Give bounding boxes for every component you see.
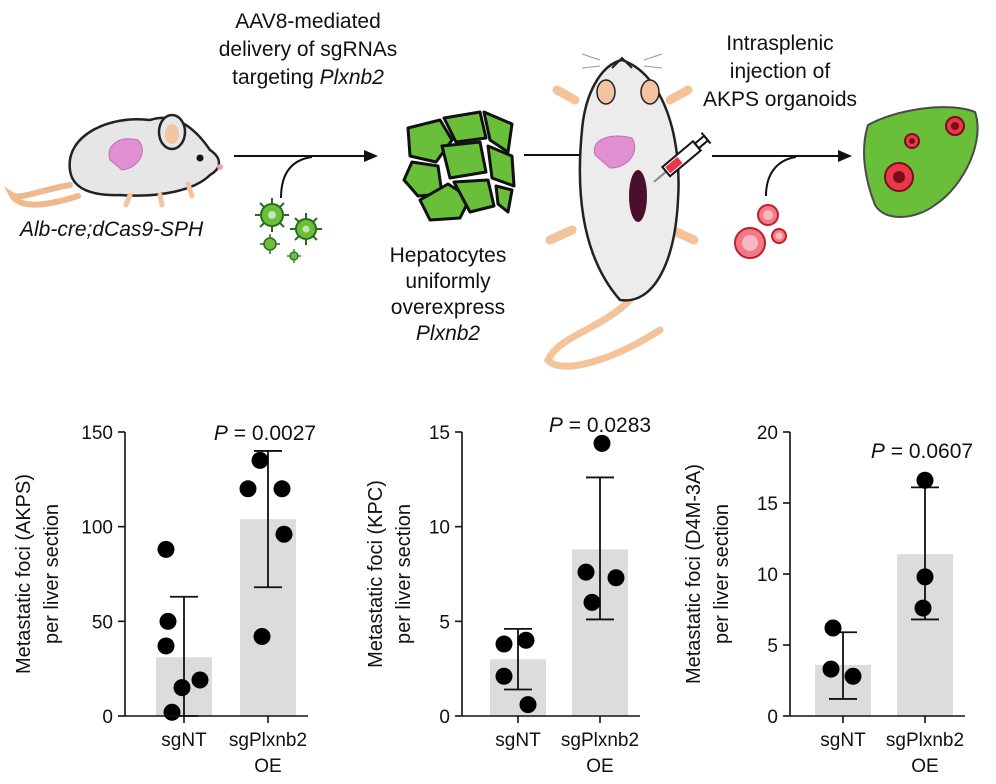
y-tick-label: 0 (439, 707, 450, 728)
mouse-icon (4, 113, 223, 208)
y-axis-label-line2: per liver section (41, 504, 63, 644)
y-axis-label: Metastatic foci (KPC) (365, 480, 387, 668)
aav-virus-icon (255, 198, 322, 263)
y-tick-label: 5 (767, 636, 778, 657)
data-point (275, 525, 293, 543)
data-point (239, 480, 257, 498)
data-point (517, 631, 535, 649)
data-point (822, 660, 840, 678)
p-symbol: P (549, 414, 563, 437)
data-point (914, 599, 932, 617)
step1-text-plain: targeting (232, 66, 320, 89)
y-tick-label: 150 (81, 423, 113, 444)
data-point (916, 568, 934, 586)
y-tick-label: 15 (757, 494, 778, 515)
arrow-2 (712, 150, 852, 197)
data-point (163, 703, 181, 721)
p-value-label: P = 0.0027 (214, 422, 316, 445)
y-tick-label: 20 (757, 423, 778, 444)
data-point (495, 635, 513, 653)
data-point (495, 667, 513, 685)
data-point (273, 480, 291, 498)
y-axis-label: Metastatic foci (D4M-3A) (683, 464, 705, 684)
y-axis-label-line2: per liver section (393, 504, 415, 644)
hepatocytes-icon (402, 110, 516, 222)
step1-text-line2: delivery of sgRNAs (219, 38, 398, 61)
data-point (844, 667, 862, 685)
y-tick-label: 5 (439, 612, 450, 633)
data-point (159, 612, 177, 630)
y-tick-label: 15 (429, 423, 450, 444)
p-value-label: P = 0.0283 (549, 414, 651, 437)
data-point (157, 540, 175, 558)
y-axis-label-line2: per liver section (711, 504, 733, 644)
y-tick-label: 10 (429, 518, 450, 539)
mouse-supine-icon (543, 53, 699, 370)
step1-text-line3: targeting Plxnb2 (232, 66, 384, 89)
data-point (251, 451, 269, 469)
y-tick-label: 0 (767, 707, 778, 728)
syringe-icon (653, 132, 712, 183)
x-tick-label: sgPlxnb2 (229, 730, 307, 751)
p-value: = 0.0283 (563, 414, 651, 437)
p-value: = 0.0607 (885, 440, 973, 463)
data-point (519, 696, 537, 714)
x-tick-label: sgPlxnb2 (886, 730, 964, 751)
data-point (157, 637, 175, 655)
p-symbol: P (871, 440, 885, 463)
p-symbol: P (214, 422, 228, 445)
step1-text-gene: Plxnb2 (320, 66, 385, 89)
arrow-1 (234, 150, 378, 199)
y-axis-label: Metastatic foci (AKPS) (13, 474, 35, 674)
organoids-icon (734, 204, 787, 259)
y-tick-label: 10 (757, 565, 778, 586)
data-point (577, 563, 595, 581)
hep-text-line1: Hepatocytes (390, 244, 507, 267)
x-tick-label-line2: OE (911, 756, 938, 777)
schematic: Alb-cre;dCas9-SPH AAV8-mediated delivery… (4, 10, 979, 370)
hep-text-line4: Plxnb2 (416, 322, 481, 345)
data-point (173, 679, 191, 697)
step1-text-line1: AAV8-mediated (235, 10, 381, 33)
x-tick-label: sgNT (495, 730, 541, 751)
x-tick-label: sgNT (161, 730, 207, 751)
x-tick-label-line2: OE (254, 756, 281, 777)
data-point (607, 569, 625, 587)
p-value-label: P = 0.0607 (871, 440, 973, 463)
y-tick-label: 50 (92, 612, 113, 633)
data-point (253, 627, 271, 645)
step2-text-line3: AKPS organoids (703, 88, 857, 111)
data-point (916, 471, 934, 489)
x-tick-label: sgPlxnb2 (561, 730, 639, 751)
data-point (583, 593, 601, 611)
liver-metastasis-icon (863, 106, 979, 218)
data-point (824, 619, 842, 637)
hep-text-line2: uniformly (405, 270, 491, 293)
y-tick-label: 100 (81, 518, 113, 539)
data-point (191, 671, 209, 689)
hep-text-line3: overexpress (391, 296, 505, 319)
step2-text-line2: injection of (730, 60, 831, 83)
x-tick-label-line2: OE (586, 756, 613, 777)
p-value: = 0.0027 (228, 422, 316, 445)
x-tick-label: sgNT (820, 730, 866, 751)
step2-text-line1: Intrasplenic (726, 32, 833, 55)
y-tick-label: 0 (102, 707, 113, 728)
mouse-label: Alb-cre;dCas9-SPH (18, 218, 204, 241)
data-point (593, 434, 611, 452)
